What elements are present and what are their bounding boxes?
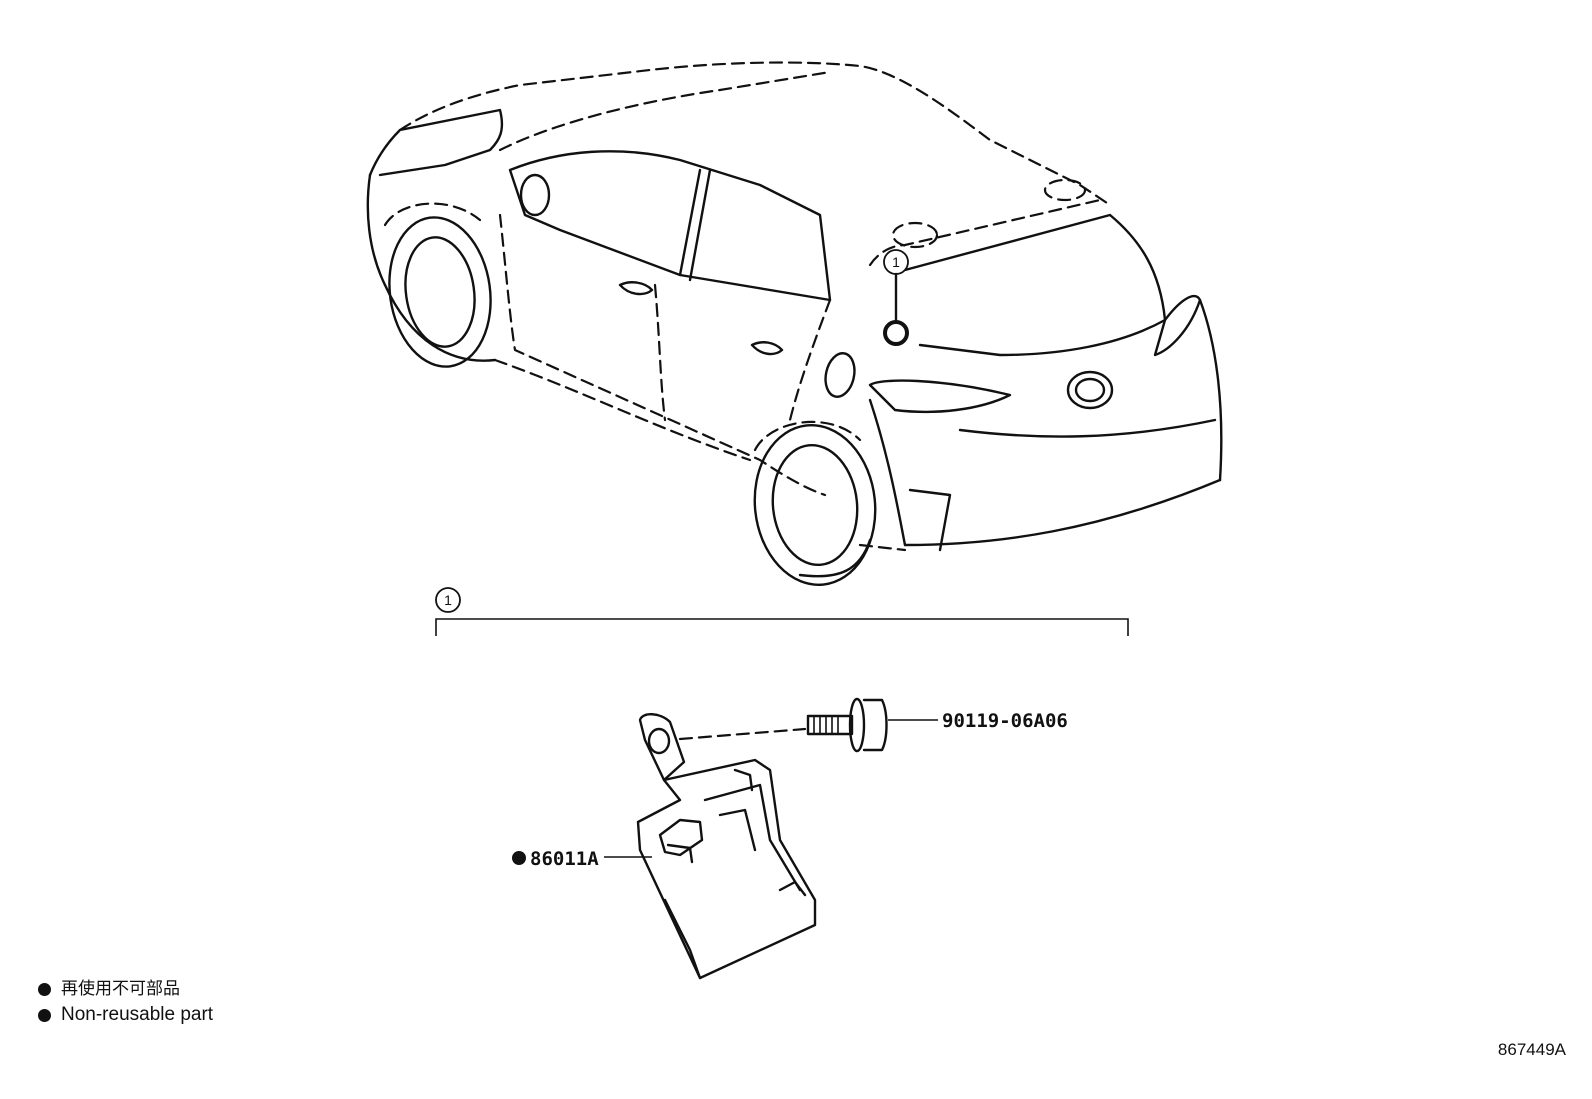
legend-japanese-text: 再使用不可部品	[61, 979, 180, 999]
bolt-part-number: 90119-06A06	[942, 710, 1068, 732]
legend: 再使用不可部品 Non-reusable part	[38, 976, 213, 1028]
detail-callout-number: 1	[444, 592, 452, 608]
legend-bullet-icon	[38, 1008, 51, 1022]
non-reusable-marker	[512, 851, 526, 865]
bolt-illustration	[678, 697, 888, 753]
detail-bracket: 1	[435, 587, 1129, 636]
module-illustration	[636, 713, 817, 980]
legend-row-japanese: 再使用不可部品	[38, 976, 213, 1002]
module-part-number: 86011A	[530, 848, 599, 870]
legend-bullet-icon	[38, 982, 51, 996]
legend-row-english: Non-reusable part	[38, 1002, 213, 1028]
vehicle-illustration	[366, 61, 1223, 587]
legend-english-text: Non-reusable part	[61, 1004, 214, 1025]
detail-callout-badge	[435, 587, 461, 613]
figure-id: 867449A	[1497, 1040, 1566, 1059]
location-callout-number: 1	[892, 254, 900, 270]
location-marker	[883, 320, 909, 346]
location-callout: 1	[883, 249, 909, 346]
